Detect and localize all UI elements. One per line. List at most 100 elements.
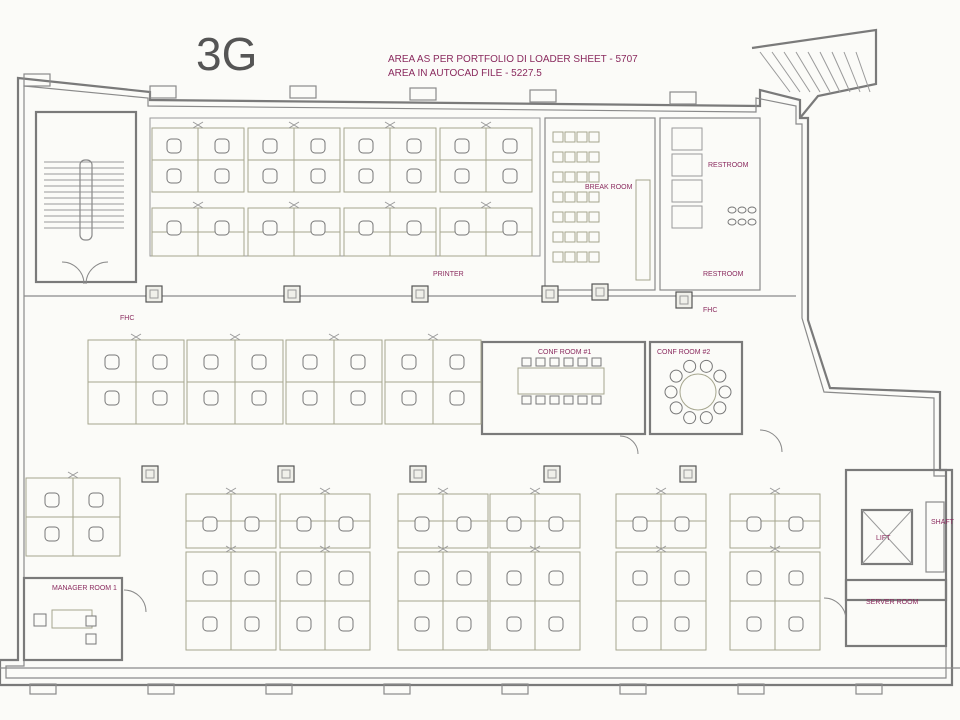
office-chair (302, 390, 318, 406)
desk-pod (489, 487, 581, 549)
cable-tray (427, 333, 439, 341)
break-room-chair (552, 131, 564, 143)
office-chair (310, 220, 326, 236)
column-core (545, 289, 555, 299)
washbasin (737, 206, 747, 214)
cable-tray (328, 333, 340, 341)
conf-room-2-chair (699, 411, 713, 425)
cable-tray (480, 201, 492, 209)
structural-column (679, 465, 697, 483)
conf-room-2-chair (713, 401, 727, 415)
desk-pod (247, 121, 341, 193)
corner-stair-tread (855, 51, 871, 93)
structural-columns (141, 283, 697, 483)
conf-room-2-chair (669, 401, 683, 415)
cable-tray (529, 545, 541, 553)
office-chair (262, 138, 278, 154)
office-chair (548, 516, 564, 532)
break-room-chair (576, 251, 588, 263)
desk-pod (186, 333, 284, 425)
office-chair (44, 526, 60, 542)
office-chair (674, 570, 690, 586)
column-core (595, 287, 605, 297)
cable-tray (384, 201, 396, 209)
washbasin (727, 218, 737, 226)
office-chair (350, 354, 366, 370)
north-wall-pier (529, 89, 557, 103)
structural-column (411, 285, 429, 303)
south-wall-pier (383, 683, 411, 695)
inner-wall-line (5, 85, 947, 679)
office-chair (358, 168, 374, 184)
north-wall-pier (289, 85, 317, 99)
break-room-chair (552, 211, 564, 223)
cable-tray (655, 545, 667, 553)
office-chair (166, 168, 182, 184)
office-chair (401, 354, 417, 370)
room-label-shaft: SHAFT (931, 519, 955, 526)
office-chair (244, 516, 260, 532)
office-chair (244, 570, 260, 586)
south-wall-pier (619, 683, 647, 695)
structural-column (541, 285, 559, 303)
corner-stair-tread (819, 51, 841, 93)
conf-room-2-walls (648, 340, 744, 436)
conf-room-2-chair (683, 411, 697, 425)
north-wall-pier (669, 91, 697, 105)
corner-stair-tread (783, 51, 811, 93)
cable-tray (437, 487, 449, 495)
restroom-block (659, 117, 761, 291)
break-room-chair (564, 171, 576, 183)
desk-pod (439, 201, 533, 257)
office-chair (338, 516, 354, 532)
structural-column (283, 285, 301, 303)
break-room-chair (552, 151, 564, 163)
office-chair (214, 138, 230, 154)
break-room-chair (564, 251, 576, 263)
office-chair (406, 220, 422, 236)
room-label-fhc-left: FHC (120, 315, 134, 322)
column-core (149, 289, 159, 299)
corner-stair-tread (795, 51, 821, 93)
desk-pod (279, 545, 371, 651)
break-room-chair (576, 231, 588, 243)
cable-tray (288, 121, 300, 129)
room-label-server-room: SERVER ROOM (866, 599, 919, 606)
north-wall-pier (23, 73, 51, 87)
office-chair (310, 138, 326, 154)
building-walls (0, 28, 960, 695)
room-label-restroom-top: RESTROOM (708, 162, 749, 169)
office-chair (414, 616, 430, 632)
desk-pod (151, 121, 245, 193)
structural-column (591, 283, 609, 301)
office-chair (746, 570, 762, 586)
north-wall-pier (409, 87, 437, 101)
column-core (287, 289, 297, 299)
office-chair (414, 516, 430, 532)
office-chair (44, 492, 60, 508)
conf-room-1-chair (563, 357, 574, 367)
desk-pod (397, 487, 489, 549)
break-room-chair (564, 131, 576, 143)
desk-pod (185, 545, 277, 651)
desk-pod (343, 201, 437, 257)
desk-pod (384, 333, 482, 425)
toilet-stall (671, 179, 703, 203)
room-label-conf-room-1: CONF ROOM #1 (538, 349, 591, 356)
office-chair (454, 220, 470, 236)
column-core (683, 469, 693, 479)
office-chair (166, 138, 182, 154)
corner-stair-tread (843, 51, 861, 93)
toilet-stall (671, 205, 703, 229)
core-enclosure (844, 468, 948, 602)
desk-pod (25, 471, 121, 557)
conf-room-1-chair (521, 357, 532, 367)
office-chair (310, 168, 326, 184)
conf-room-1-walls (480, 340, 647, 436)
break-room-counter (635, 179, 651, 281)
break-room-chair (588, 191, 600, 203)
structural-column (543, 465, 561, 483)
south-wall-pier (265, 683, 293, 695)
office-chair (506, 616, 522, 632)
office-chair (202, 570, 218, 586)
